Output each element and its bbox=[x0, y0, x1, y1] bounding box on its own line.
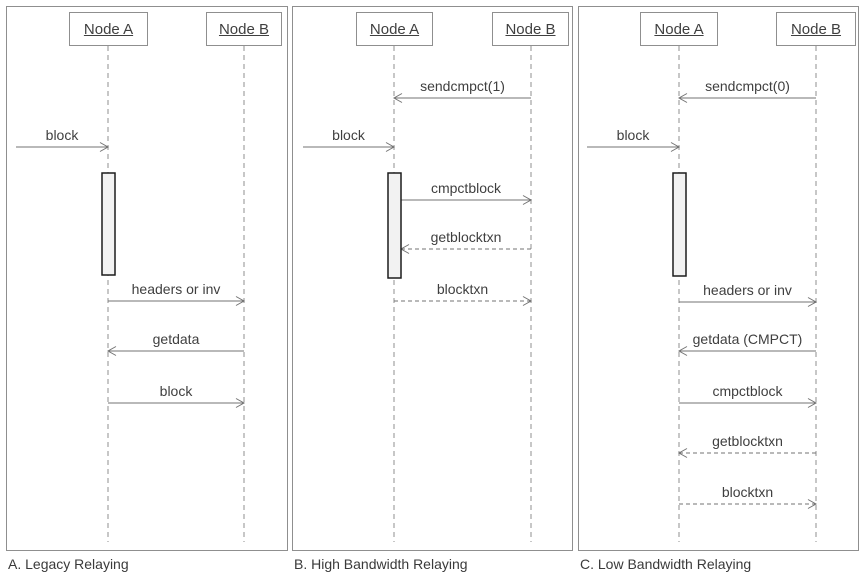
actor-box-node-a: Node A bbox=[640, 12, 718, 46]
panel-high-bandwidth: Node A Node B sendcmpct(1) block cmpctblock g… bbox=[292, 6, 573, 551]
message-arrow-block bbox=[587, 142, 681, 152]
arrowhead-blocktxn bbox=[807, 499, 818, 509]
message-label-block: block bbox=[332, 127, 365, 143]
actor-label-node-a: Node A bbox=[654, 20, 704, 38]
message-arrow-headers-or-inv bbox=[108, 296, 246, 306]
message-arrow-sendcmpct-0 bbox=[677, 93, 816, 103]
message-label-block: block bbox=[159, 383, 193, 399]
arrowhead-block bbox=[670, 142, 681, 152]
actor-box-node-b: Node B bbox=[776, 12, 856, 46]
message-arrow-cmpctblock bbox=[401, 195, 533, 205]
panel-caption-legacy: A. Legacy Relaying bbox=[8, 556, 129, 572]
sequence-canvas-high-bandwidth bbox=[303, 46, 533, 542]
message-arrow-sendcmpct-1 bbox=[392, 93, 531, 103]
message-label-blocktxn: blocktxn bbox=[721, 484, 774, 500]
message-label-sendcmpct-1: sendcmpct(1) bbox=[420, 78, 505, 94]
panel-legacy: Node A Node B block headers or inv getdata bl… bbox=[6, 6, 288, 551]
arrowhead-cmpctblock bbox=[522, 195, 533, 205]
actor-label-node-a: Node A bbox=[83, 20, 134, 38]
actor-box-node-a: Node A bbox=[69, 12, 148, 46]
message-arrow-headers-or-inv bbox=[679, 297, 818, 307]
message-arrow-getdata bbox=[106, 346, 244, 356]
activation-bar-node-a bbox=[387, 172, 402, 279]
arrowhead-block bbox=[99, 142, 110, 152]
actor-label-node-b: Node B bbox=[790, 20, 842, 38]
actor-box-node-b: Node B bbox=[206, 12, 282, 46]
arrowhead-headers-or-inv bbox=[235, 296, 246, 306]
message-label-getblocktxn: getblocktxn bbox=[430, 229, 502, 245]
actor-label-node-b: Node B bbox=[505, 20, 556, 38]
message-label-getdata-cmpct: getdata (CMPCT) bbox=[692, 331, 803, 347]
activation-bar-node-a bbox=[101, 172, 116, 276]
arrowhead-block bbox=[385, 142, 396, 152]
message-arrow-getdata-cmpct bbox=[677, 346, 816, 356]
actor-box-node-a: Node A bbox=[356, 12, 433, 46]
activation-bar-node-a bbox=[672, 172, 687, 277]
message-label-headers-or-inv: headers or inv bbox=[131, 281, 221, 297]
message-arrow-block bbox=[303, 142, 396, 152]
arrowhead-sendcmpct-0 bbox=[677, 93, 688, 103]
arrowhead-getdata bbox=[106, 346, 117, 356]
panel-caption-high-bandwidth: B. High Bandwidth Relaying bbox=[294, 556, 468, 572]
message-label-cmpctblock: cmpctblock bbox=[430, 180, 502, 196]
arrowhead-cmpctblock bbox=[807, 398, 818, 408]
arrowhead-sendcmpct-1 bbox=[392, 93, 403, 103]
arrowhead-blocktxn bbox=[522, 296, 533, 306]
message-arrow-getblocktxn bbox=[677, 448, 816, 458]
message-label-getdata: getdata bbox=[152, 331, 200, 347]
message-label-headers-or-inv: headers or inv bbox=[703, 282, 792, 298]
arrowhead-headers-or-inv bbox=[807, 297, 818, 307]
message-label-cmpctblock: cmpctblock bbox=[712, 383, 783, 399]
message-label-block: block bbox=[45, 127, 79, 143]
arrowhead-getdata-cmpct bbox=[677, 346, 688, 356]
message-label-blocktxn: blocktxn bbox=[436, 281, 489, 297]
message-label-getblocktxn: getblocktxn bbox=[712, 433, 783, 449]
message-label-block: block bbox=[616, 127, 650, 143]
message-label-sendcmpct-0: sendcmpct(0) bbox=[705, 78, 790, 94]
sequence-canvas-legacy bbox=[16, 46, 246, 542]
message-arrow-block bbox=[16, 142, 110, 152]
message-arrow-block bbox=[108, 398, 246, 408]
message-arrow-blocktxn bbox=[679, 499, 818, 509]
arrowhead-block bbox=[235, 398, 246, 408]
actor-label-node-a: Node A bbox=[369, 20, 420, 38]
panel-caption-low-bandwidth: C. Low Bandwidth Relaying bbox=[580, 556, 752, 572]
panel-low-bandwidth: Node A Node B sendcmpct(0) block headers or … bbox=[578, 6, 859, 551]
arrowhead-getblocktxn bbox=[677, 448, 688, 458]
message-arrow-cmpctblock bbox=[679, 398, 818, 408]
message-arrow-blocktxn bbox=[394, 296, 533, 306]
actor-box-node-b: Node B bbox=[492, 12, 569, 46]
actor-label-node-b: Node B bbox=[218, 20, 270, 38]
sequence-canvas-low-bandwidth bbox=[587, 46, 818, 542]
